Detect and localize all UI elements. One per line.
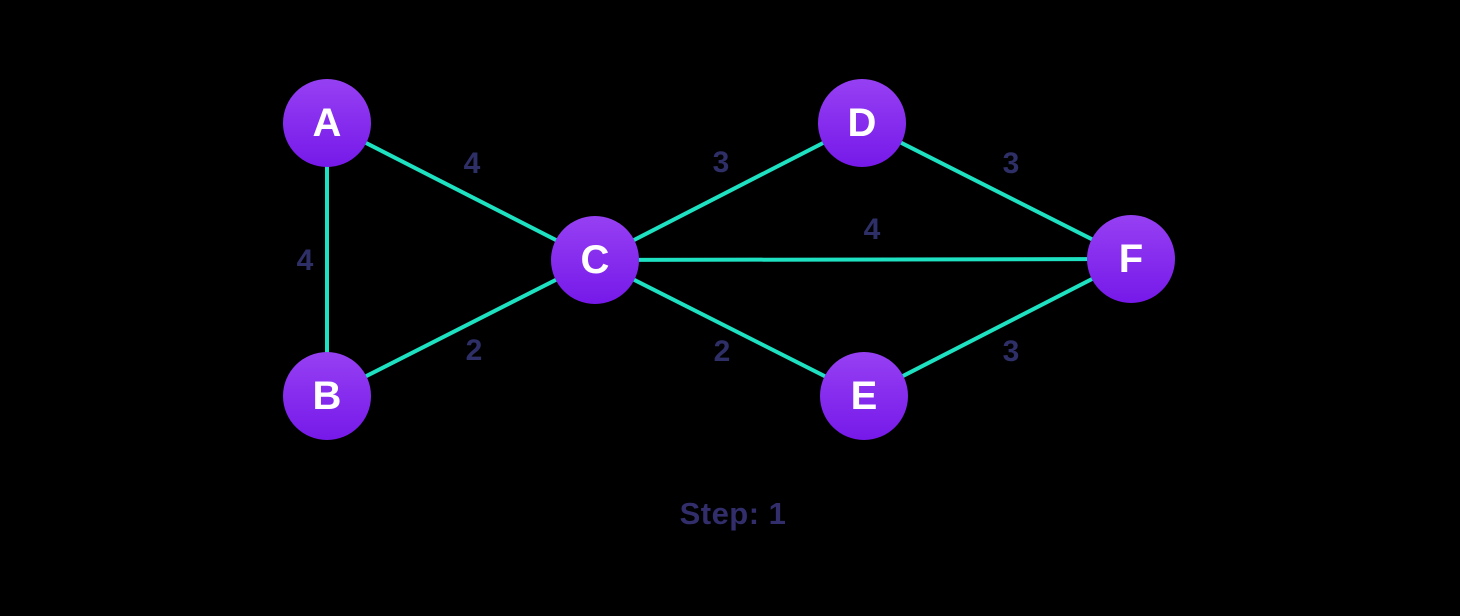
node-label-D: D — [847, 101, 877, 145]
edge-A-C — [325, 121, 597, 262]
step-label: Step: 1 — [679, 496, 787, 531]
node-label-B: B — [312, 374, 342, 418]
node-label-A: A — [312, 101, 342, 145]
node-F[interactable]: F — [1087, 215, 1175, 303]
edge-E-F — [862, 257, 1133, 398]
step-indicator: Step: 1 — [680, 496, 787, 532]
edge-weight-A-C: 4 — [463, 147, 481, 180]
node-label-F: F — [1118, 237, 1144, 281]
node-D[interactable]: D — [818, 79, 906, 167]
node-C[interactable]: C — [551, 216, 639, 304]
node-label-C: C — [580, 238, 610, 282]
edge-C-D — [593, 121, 864, 262]
edge-weight-C-E: 2 — [713, 335, 731, 368]
edge-B-C — [325, 258, 597, 398]
edge-weight-A-B: 4 — [296, 244, 314, 277]
edge-D-F — [860, 121, 1133, 261]
edge-C-F — [593, 257, 1133, 262]
edge-C-E — [593, 258, 866, 398]
edge-weight-D-F: 3 — [1002, 147, 1020, 180]
node-A[interactable]: A — [283, 79, 371, 167]
node-label-E: E — [850, 374, 878, 418]
edge-weight-C-D: 3 — [712, 146, 730, 179]
edge-weight-B-C: 2 — [465, 334, 483, 367]
node-E[interactable]: E — [820, 352, 908, 440]
edge-weight-C-F: 4 — [863, 213, 881, 246]
node-B[interactable]: B — [283, 352, 371, 440]
edge-weight-E-F: 3 — [1002, 335, 1020, 368]
